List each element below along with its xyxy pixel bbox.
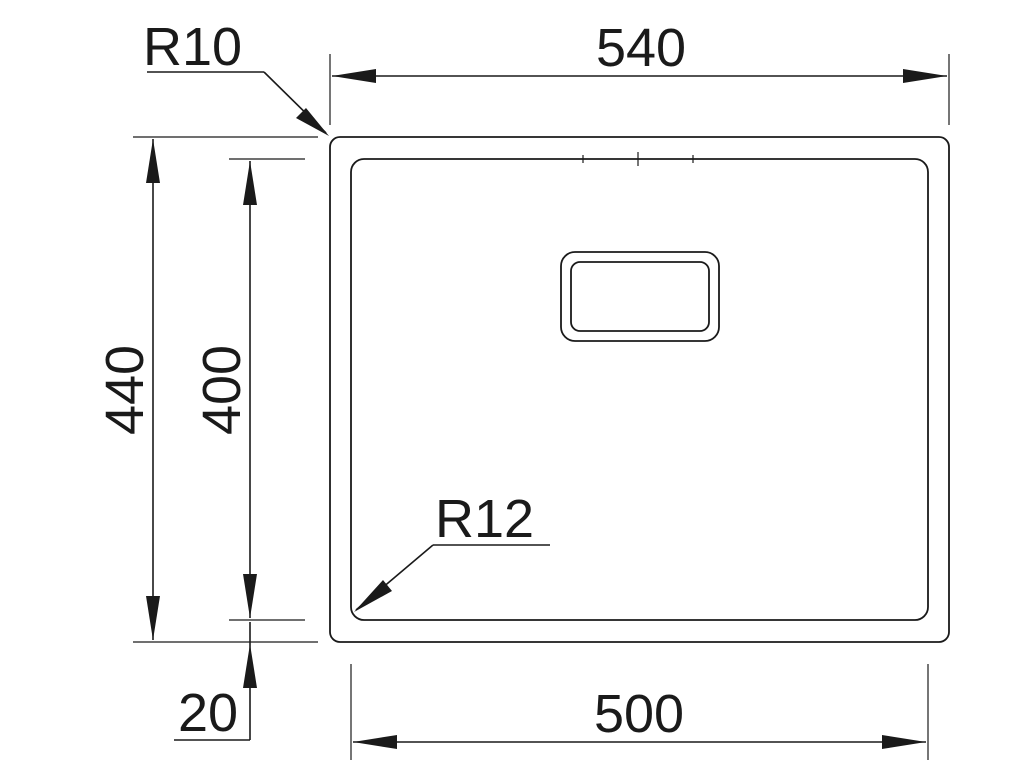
arrowhead-top: [243, 161, 257, 205]
radius-callout-outer: R10: [143, 17, 329, 136]
dimension-rim: 20: [174, 622, 257, 743]
dimension-outer-height: 440: [95, 136, 318, 643]
dimension-inner-width: 500: [350, 664, 929, 760]
radius-label-r10: R10: [143, 17, 242, 77]
arrowhead-bottom: [243, 574, 257, 618]
arrowhead-left: [353, 735, 397, 749]
arrowhead-rim: [243, 644, 257, 688]
sink-body: [329, 136, 950, 643]
dimension-label-400: 400: [192, 345, 252, 435]
arrowhead-top: [146, 139, 160, 183]
arrowhead-bottom: [146, 596, 160, 640]
drain-outer-outline: [560, 251, 720, 342]
arrowhead-left: [332, 69, 376, 83]
dimension-label-440: 440: [95, 345, 155, 435]
dimension-label-20: 20: [178, 683, 238, 743]
arrowhead-right: [903, 69, 947, 83]
drain-inner-outline: [570, 261, 710, 332]
radius-label-r12: R12: [435, 489, 534, 549]
radius-callout-inner: R12: [354, 489, 550, 612]
arrowhead-right: [882, 735, 926, 749]
dimension-outer-width: 540: [329, 18, 950, 125]
sink-inner-bowl: [350, 158, 929, 621]
sink-outer-outline: [329, 136, 950, 643]
dimension-label-500: 500: [594, 684, 684, 744]
leader-arrowhead: [354, 580, 392, 612]
dimension-label-540: 540: [596, 18, 686, 78]
dimension-inner-height: 400: [192, 158, 305, 621]
leader-arrowhead: [296, 108, 329, 136]
